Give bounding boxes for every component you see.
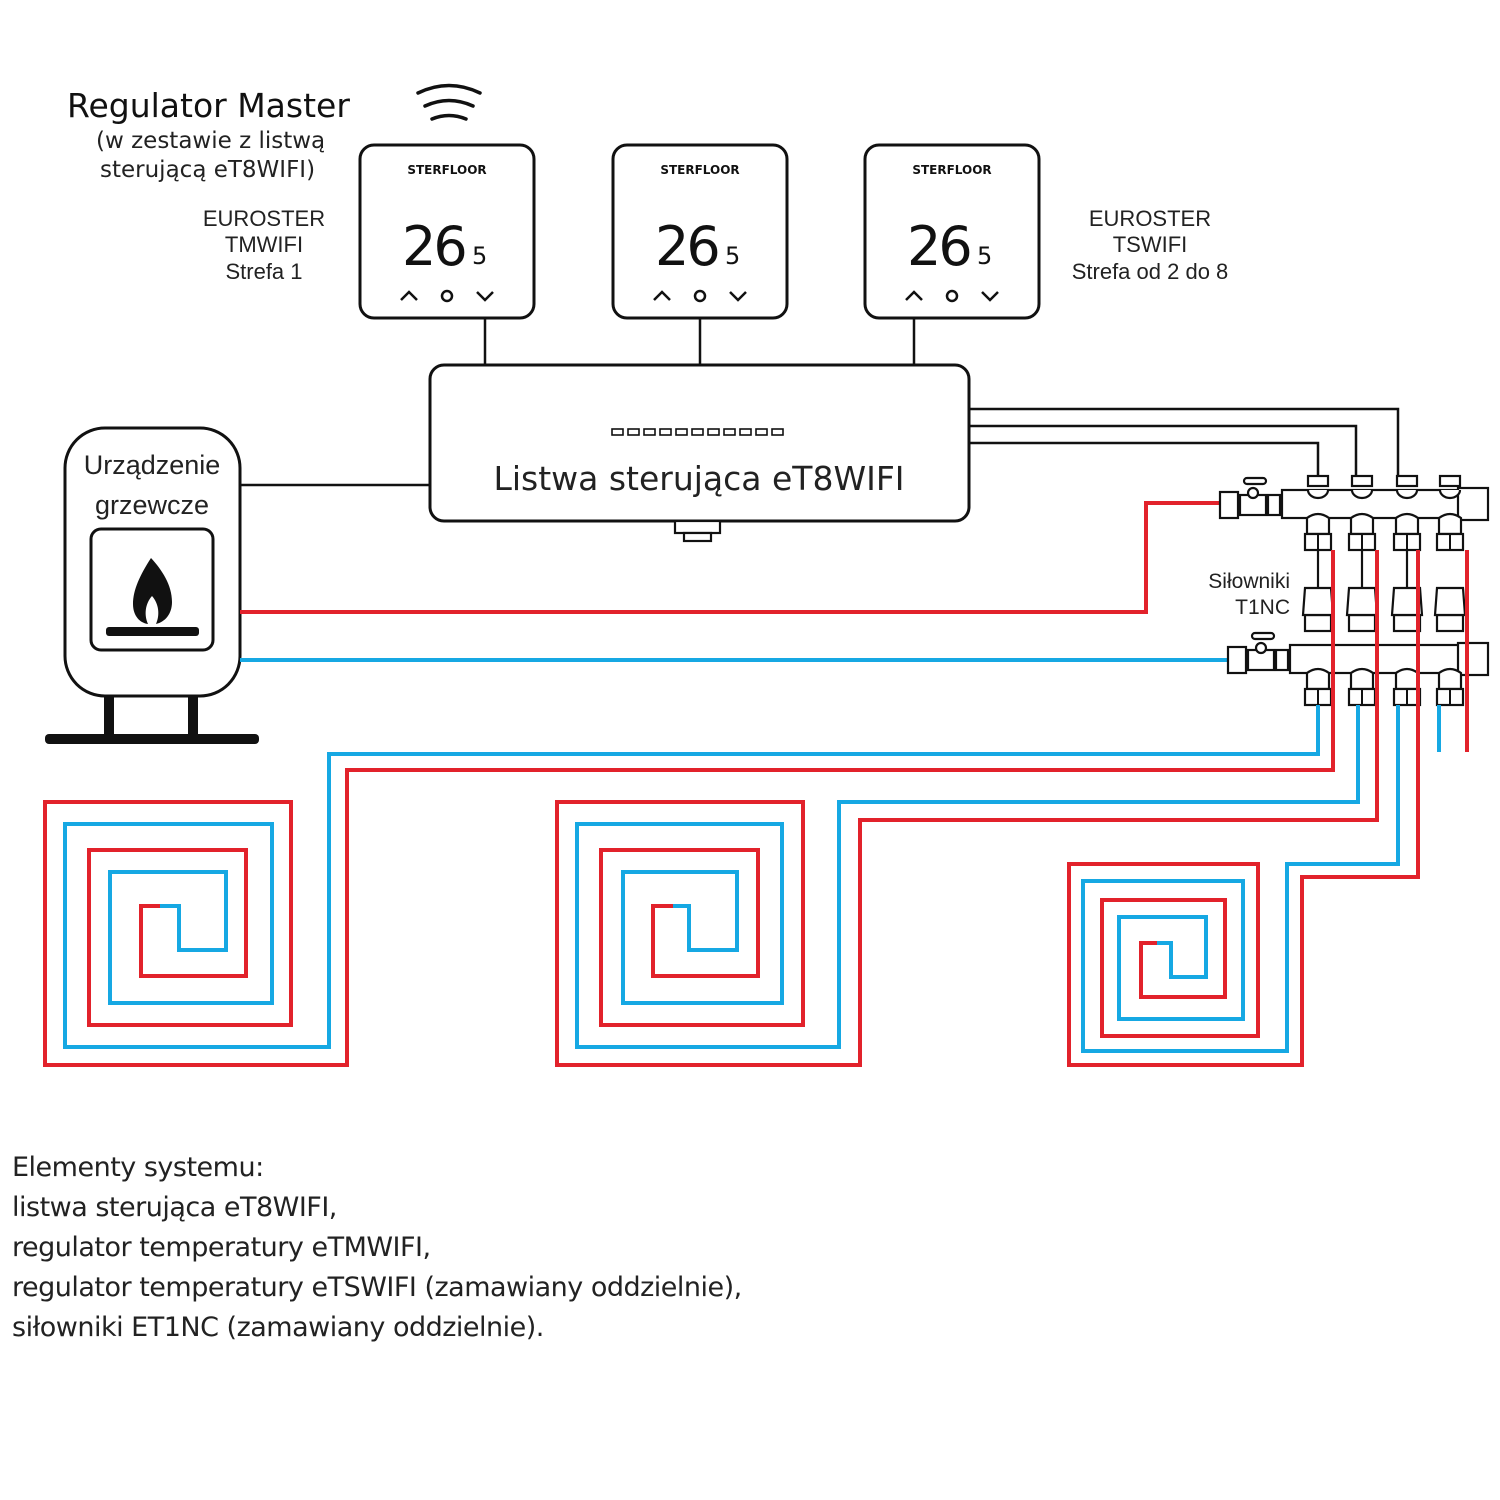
heating-device: Urządzenie grzewcze	[45, 426, 259, 744]
actuator-t1nc	[1345, 586, 1379, 617]
controller-connector	[673, 519, 722, 535]
actuator-nut	[1347, 613, 1377, 633]
system-elements-legend: Elementy systemu: listwa sterująca eT8WI…	[12, 1148, 742, 1348]
circle-icon[interactable]	[693, 289, 707, 303]
thermostat-temperature-decimal: 5	[725, 242, 740, 270]
actuator-t1nc	[1390, 586, 1424, 617]
loop-2-supply	[555, 550, 1379, 1067]
actuators-label-2: T1NC	[1235, 596, 1290, 619]
legend-item: listwa sterująca eT8WIFI,	[12, 1192, 337, 1223]
led-indicator	[771, 428, 784, 436]
loop-1-return	[63, 705, 1320, 1049]
svg-text:EUROSTER: EUROSTER	[203, 206, 325, 231]
thermostat-temperature: 26	[907, 215, 970, 278]
thermostat-right-label: EUROSTER TSWIFI Strefa od 2 do 8	[1072, 206, 1229, 284]
thermostat-temperature: 26	[402, 215, 465, 278]
led-indicator	[643, 428, 656, 436]
led-indicator	[691, 428, 704, 436]
chevron-down-icon[interactable]	[476, 291, 494, 302]
led-indicator	[611, 428, 624, 436]
thermostat-left-label: EUROSTER TMWIFI Strefa 1	[203, 206, 325, 284]
actuators-label-1: Siłowniki	[1208, 570, 1290, 593]
wire-actuator-2	[969, 424, 1358, 478]
wifi-icon	[416, 83, 482, 121]
led-indicator	[659, 428, 672, 436]
thermostat-temperature-decimal: 5	[472, 242, 487, 270]
led-indicator	[755, 428, 768, 436]
supply-pipe	[240, 501, 1222, 614]
svg-text:Strefa od 2 do 8: Strefa od 2 do 8	[1072, 259, 1229, 284]
controller-leds	[611, 428, 784, 436]
chevron-down-icon[interactable]	[981, 291, 999, 302]
floor-heating-loops	[43, 550, 1469, 1067]
heater-label-1: Urządzenie	[84, 450, 221, 480]
legend-heading: Elementy systemu:	[12, 1152, 264, 1183]
circle-icon[interactable]	[440, 289, 454, 303]
loop-2-return	[575, 705, 1360, 1049]
led-indicator	[707, 428, 720, 436]
led-indicator	[739, 428, 752, 436]
svg-text:Strefa 1: Strefa 1	[225, 259, 302, 284]
master-subtitle-1: (w zestawie z listwą	[96, 128, 325, 154]
wire-actuator-3	[969, 407, 1400, 478]
manifold	[1218, 474, 1490, 707]
led-indicator	[723, 428, 736, 436]
thermostat-brand: STERFLOOR	[407, 163, 486, 177]
heater-label-2: grzewcze	[95, 490, 209, 520]
actuator-t1nc	[1433, 586, 1467, 617]
legend-item: regulator temperatury eTSWIFI (zamawiany…	[12, 1272, 742, 1303]
thermostat-brand: STERFLOOR	[660, 163, 739, 177]
loop-1-supply	[43, 550, 1335, 1067]
controller-label: Listwa sterująca eT8WIFI	[493, 459, 904, 498]
thermostat-temperature-decimal: 5	[977, 242, 992, 270]
master-subtitle-2: sterującą eT8WIFI)	[100, 157, 315, 183]
loop-3-supply	[1067, 550, 1420, 1067]
loop-3-return	[1081, 705, 1400, 1053]
legend-item: regulator temperatury eTMWIFI,	[12, 1232, 431, 1263]
thermostat-temperature: 26	[655, 215, 718, 278]
wire-actuator-1	[969, 441, 1320, 478]
controller-strip: Listwa sterująca eT8WIFI	[428, 363, 971, 543]
svg-text:TMWIFI: TMWIFI	[225, 232, 303, 257]
thermostat-brand: STERFLOOR	[912, 163, 991, 177]
chevron-up-icon[interactable]	[400, 290, 418, 301]
chevron-down-icon[interactable]	[729, 291, 747, 302]
led-indicator	[627, 428, 640, 436]
actuator-t1nc	[1301, 586, 1335, 617]
chevron-up-icon[interactable]	[905, 290, 923, 301]
svg-text:TSWIFI: TSWIFI	[1113, 232, 1188, 257]
circle-icon[interactable]	[945, 289, 959, 303]
flame-icon	[106, 558, 199, 636]
actuator-nut	[1435, 613, 1465, 633]
legend-item: siłowniki ET1NC (zamawiany oddzielnie).	[12, 1312, 544, 1343]
master-title: Regulator Master	[67, 86, 350, 125]
chevron-up-icon[interactable]	[653, 290, 671, 301]
actuator-nut	[1303, 613, 1333, 633]
led-indicator	[675, 428, 688, 436]
svg-text:EUROSTER: EUROSTER	[1089, 206, 1211, 231]
